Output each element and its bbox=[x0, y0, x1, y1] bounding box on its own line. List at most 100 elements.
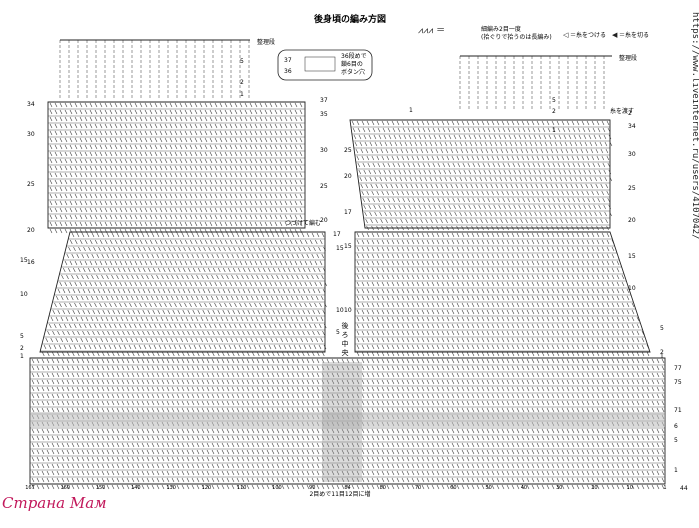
row-label-right-outer: 20 bbox=[628, 217, 636, 224]
left-mid-panel bbox=[40, 232, 327, 356]
label-bottom-note: 2目めで11目12目に増 bbox=[309, 490, 370, 498]
row-label-left-mid: 10 bbox=[20, 291, 28, 298]
row-label-bottom: 1 bbox=[674, 467, 678, 474]
stitch-count-label: 70 bbox=[415, 485, 421, 491]
stitch-grid bbox=[30, 40, 665, 489]
site-watermark: Страна Мам bbox=[2, 494, 107, 512]
row-label-left-mid: 15 bbox=[20, 257, 28, 264]
center-column-highlight bbox=[322, 362, 362, 482]
row-label-join: 17 bbox=[333, 231, 341, 238]
row-label-left-mid: 2 bbox=[20, 345, 24, 352]
row-label-left-mid: 5 bbox=[20, 333, 24, 340]
stitch-count-label: 1 bbox=[663, 485, 666, 491]
source-url: https://www.liveinternet.ru/users/410704… bbox=[690, 12, 699, 240]
left-upper-panel bbox=[48, 102, 305, 233]
stitch-count-label: 160 bbox=[61, 485, 71, 491]
row-label-right-outer: 25 bbox=[628, 185, 636, 192]
row-label-right-top: 1 bbox=[409, 107, 413, 114]
stitch-count-label: 30 bbox=[556, 485, 562, 491]
left-strap-top bbox=[60, 40, 250, 98]
callout-line-2: 鎖6目の bbox=[341, 60, 363, 68]
row-label-right-outer: 30 bbox=[628, 151, 636, 158]
legend-attach: ＝糸をつける bbox=[570, 31, 606, 39]
row-label-right-inner: 15 bbox=[344, 243, 352, 250]
stitch-count-label: 130 bbox=[166, 485, 176, 491]
stitch-count-label: 50 bbox=[485, 485, 491, 491]
stitch-count-label: 167 bbox=[25, 485, 35, 491]
stitch-count-label: 84 bbox=[344, 485, 350, 491]
row-label-right-inner: 20 bbox=[344, 173, 352, 180]
row-label-bottom: 71 bbox=[674, 407, 682, 414]
row-label-left-strap: 5 bbox=[240, 58, 244, 65]
row-label-left-upper: 16 bbox=[27, 259, 35, 266]
row-label-right-strap: 5 bbox=[552, 97, 556, 104]
callout-row-b: 36 bbox=[284, 68, 292, 75]
cut-yarn-icon: ◀ bbox=[612, 31, 618, 39]
row-label-center: 10 bbox=[336, 307, 344, 314]
stitch-count-label: 100 bbox=[272, 485, 282, 491]
stitch-count-label: 80 bbox=[380, 485, 386, 491]
legend-note-2: (拾ぐりで拾うのは長編み) bbox=[481, 33, 552, 41]
row-label-left-upper: 30 bbox=[27, 131, 35, 138]
stitch-count-label: 120 bbox=[202, 485, 212, 491]
row-label-left-strap: 2 bbox=[240, 79, 244, 86]
row-label-shoulder-inner: 25 bbox=[320, 183, 328, 190]
callout-row-a: 37 bbox=[284, 57, 292, 64]
right-strap-top bbox=[460, 56, 612, 110]
decrease-symbol-icon: ⩘⩘⩘ ＝ bbox=[418, 26, 445, 36]
page-number: 44 bbox=[680, 485, 688, 492]
center-back-char: 中 bbox=[342, 339, 349, 348]
row-label-shoulder-inner: 30 bbox=[320, 147, 328, 154]
row-label-bottom: 75 bbox=[674, 379, 682, 386]
stitch-count-label: 20 bbox=[591, 485, 597, 491]
row-label-right-outer: 2 bbox=[628, 110, 632, 117]
label-seiri-left: 整理段 bbox=[257, 38, 275, 46]
stitch-count-label: 110 bbox=[237, 485, 247, 491]
stitch-count-label: 60 bbox=[450, 485, 456, 491]
row-label-shoulder-inner: 20 bbox=[320, 217, 328, 224]
row-label-right-strap: 1 bbox=[552, 127, 556, 134]
callout-line-3: ボタン穴 bbox=[341, 68, 365, 76]
callout-line-1: 36段めで bbox=[341, 52, 367, 60]
row-label-right-strap: 2 bbox=[552, 108, 556, 115]
page-title: 後身頃の編み方図 bbox=[314, 13, 386, 25]
row-label-shoulder-inner: 35 bbox=[320, 111, 328, 118]
stitch-count-label: 10 bbox=[627, 485, 633, 491]
row-label-bottom: 6 bbox=[674, 423, 678, 430]
row-label-right-inner: 10 bbox=[344, 307, 352, 314]
row-label-left-upper: 34 bbox=[27, 101, 35, 108]
center-back-char: 後 bbox=[342, 321, 349, 330]
label-seiri-right: 整理段 bbox=[619, 54, 637, 62]
row-label-right-outer: 1 bbox=[660, 353, 664, 360]
row-label-center: 15 bbox=[336, 245, 344, 252]
row-label-right-outer: 5 bbox=[660, 325, 664, 332]
stitch-count-label: 90 bbox=[309, 485, 315, 491]
row-label-right-outer: 15 bbox=[628, 253, 636, 260]
right-upper-panel bbox=[350, 120, 612, 230]
legend-note-1: 細編み2目一度 bbox=[481, 25, 521, 33]
row-label-right-inner: 17 bbox=[344, 209, 352, 216]
stitch-count-label: 40 bbox=[521, 485, 527, 491]
row-label-left-upper: 20 bbox=[27, 227, 35, 234]
row-label-bottom: 5 bbox=[674, 437, 678, 444]
right-mid-panel bbox=[355, 232, 650, 356]
row-label-center: 5 bbox=[336, 329, 340, 336]
row-label-right-outer: 34 bbox=[628, 123, 636, 130]
center-back-char: ろ bbox=[342, 331, 349, 339]
label-tsuzukete: つづけて編む bbox=[285, 219, 321, 227]
stitch-count-label: 140 bbox=[131, 485, 141, 491]
legend-cut: ＝糸を切る bbox=[619, 31, 649, 39]
row-label-right-outer: 10 bbox=[628, 285, 636, 292]
row-label-left-strap: 1 bbox=[240, 91, 244, 98]
row-label-right-inner: 25 bbox=[344, 147, 352, 154]
stitch-count-label: 150 bbox=[96, 485, 106, 491]
row-label-left-mid: 1 bbox=[20, 353, 24, 360]
center-back-char: 央 bbox=[342, 348, 349, 357]
attach-yarn-icon: ◁ bbox=[563, 31, 569, 39]
row-label-bottom: 77 bbox=[674, 365, 682, 372]
row-label-left-upper: 25 bbox=[27, 181, 35, 188]
